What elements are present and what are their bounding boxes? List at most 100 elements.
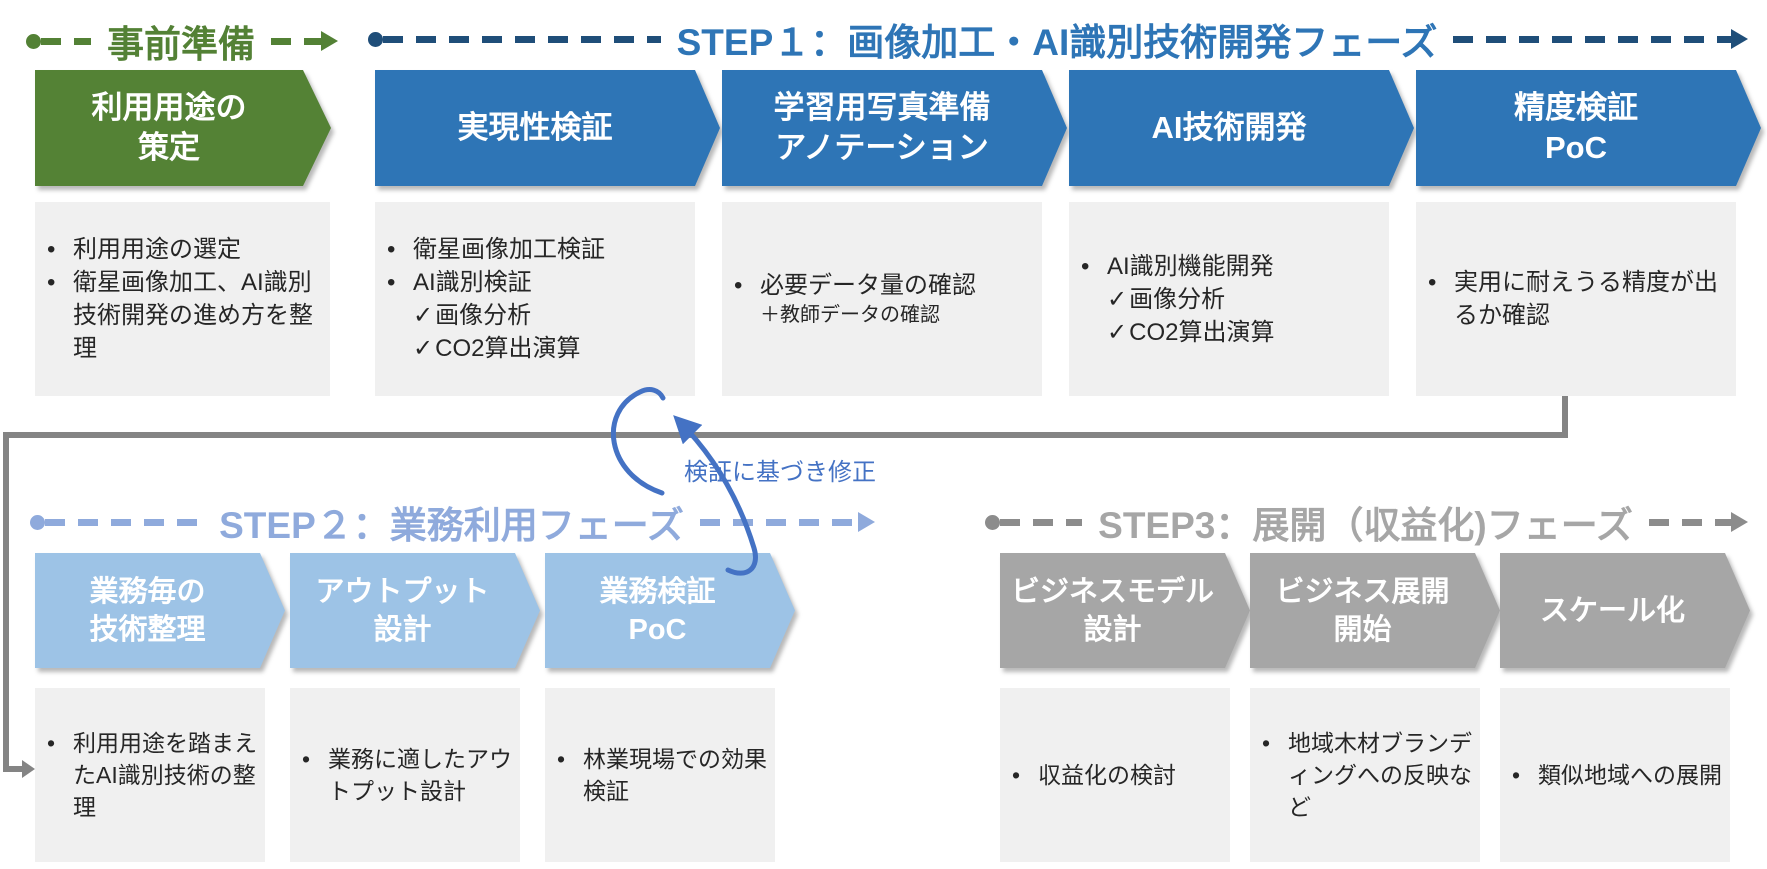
bullet-icon: •	[47, 269, 56, 296]
desc-task-tech-organization: • 利用用途を踏まえたAI識別技術の整理	[35, 688, 265, 862]
bullet-icon: •	[557, 746, 566, 772]
bullet-icon: •	[1262, 730, 1271, 756]
list-item: • 衛星画像加工、AI識別技術開発の進め方を整理	[47, 266, 324, 365]
dashed-line	[1000, 518, 1083, 526]
step-title: ビジネスモデル	[1010, 575, 1214, 608]
dot-icon	[985, 514, 1000, 530]
item-text: 画像分析	[435, 302, 532, 329]
bullet-icon: •	[1081, 252, 1090, 280]
check-icon: ✓	[413, 335, 434, 362]
bullet-icon: •	[302, 746, 311, 772]
list-item: • 類似地域への展開	[1512, 759, 1724, 791]
step-title: アノテーション	[775, 130, 989, 165]
chevron-output-design: アウトプット設計	[290, 553, 540, 668]
step-title: アウトプット	[315, 575, 490, 608]
phase-header-step1-label: STEP１：画像加工・AI識別技術開発フェーズ	[676, 22, 1438, 63]
list-item: • 業務に適したアウトプット設計	[302, 743, 514, 807]
phase-header-step2: STEP２：業務利用フェーズ	[30, 497, 876, 547]
item-text: 業務に適したアウトプット設計	[328, 746, 512, 804]
connector-line	[3, 432, 1568, 438]
bullet-icon: •	[387, 236, 396, 263]
chevron-ai-development: AI技術開発	[1069, 70, 1414, 186]
desc-operational-poc: • 林業現場での効果検証	[545, 688, 775, 862]
desc-output-design: • 業務に適したアウトプット設計	[290, 688, 520, 862]
list-item: ＋教師データの確認	[760, 302, 1036, 329]
desc-feasibility-study: •衛星画像加工検証 • AI識別検証 ✓画像分析 ✓CO2算出演算	[375, 202, 695, 396]
desc-business-launch: • 地域木材ブランディングへの反映など	[1250, 688, 1480, 862]
step-title: 策定	[138, 130, 200, 165]
phase-header-prep-label: 事前準備	[107, 24, 255, 65]
chevron-business-launch: ビジネス展開開始	[1250, 553, 1500, 668]
step-title: 精度検証	[1514, 90, 1638, 125]
list-item: • 利用用途を踏まえたAI識別技術の整理	[47, 727, 259, 823]
bullet-icon: •	[47, 730, 56, 756]
dashed-line	[41, 37, 91, 45]
step-title: スケール化	[1539, 594, 1685, 627]
desc-accuracy-poc: •実用に耐えうる精度が出るか確認	[1416, 202, 1736, 396]
list-item: • 林業現場での効果検証	[557, 743, 769, 807]
dashed-line	[699, 518, 859, 526]
bullet-icon: •	[1012, 762, 1021, 788]
desc-training-data-prep: • 必要データ量の確認 ＋教師データの確認	[722, 202, 1042, 396]
check-icon: ✓	[413, 302, 434, 329]
connector-line	[1562, 396, 1568, 438]
connector-line	[3, 766, 23, 772]
desc-usage-planning: •利用用途の選定 • 衛星画像加工、AI識別技術開発の進め方を整理	[35, 202, 330, 396]
chevron-usage-planning: 利用用途の策定	[35, 70, 331, 186]
item-text: 必要データ量の確認	[760, 272, 976, 299]
arrow-right-icon	[1731, 512, 1748, 532]
list-item: •利用用途の選定	[47, 233, 324, 266]
dashed-line	[1453, 35, 1732, 43]
step-title: 開始	[1333, 613, 1392, 646]
feedback-loop-label: 検証に基づき修正	[684, 459, 876, 486]
dashed-line	[45, 518, 204, 526]
list-item: ✓CO2算出演算	[1107, 316, 1383, 349]
item-text: AI識別機能開発	[1107, 252, 1274, 280]
item-text: 利用用途の選定	[73, 236, 241, 263]
check-icon: ✓	[1107, 318, 1128, 346]
item-text: 林業現場での効果検証	[583, 746, 767, 804]
arrow-right-icon	[1731, 29, 1749, 49]
list-item: ✓CO2算出演算	[413, 332, 689, 365]
chevron-accuracy-poc: 精度検証 PoC	[1416, 70, 1761, 186]
step-title: 実現性検証	[457, 110, 613, 145]
item-text: CO2算出演算	[1129, 318, 1275, 346]
arrow-right-icon	[321, 31, 338, 51]
item-text: AI識別検証	[413, 269, 532, 296]
step-title: 業務検証	[599, 575, 716, 608]
phase-header-step3-label: STEP3：展開（収益化)フェーズ	[1098, 505, 1633, 546]
item-text: CO2算出演算	[435, 335, 581, 362]
list-item: •実用に耐えうる精度が出るか確認	[1428, 266, 1730, 332]
phase-header-step3: STEP3：展開（収益化)フェーズ	[985, 497, 1748, 547]
list-item: ✓画像分析	[1107, 283, 1383, 316]
item-text: 地域木材ブランディングへの反映など	[1288, 730, 1472, 820]
step-title: 技術整理	[89, 613, 206, 646]
chevron-scale-up: スケール化	[1500, 553, 1750, 668]
item-text: 衛星画像加工、AI識別技術開発の進め方を整理	[73, 269, 313, 362]
phase-header-prep: 事前準備	[26, 16, 338, 66]
list-item: •収益化の検討	[1012, 759, 1224, 791]
desc-business-model-design: •収益化の検討	[1000, 688, 1230, 862]
list-item: •衛星画像加工検証	[387, 233, 689, 266]
chevron-task-tech-organization: 業務毎の技術整理	[35, 553, 285, 668]
list-item: • 地域木材ブランディングへの反映など	[1262, 727, 1474, 823]
phase-header-step1: STEP１：画像加工・AI識別技術開発フェーズ	[368, 14, 1749, 64]
item-text: 利用用途を踏まえたAI識別技術の整理	[73, 730, 257, 820]
chevron-training-data-prep: 学習用写真準備アノテーション	[722, 70, 1067, 186]
feedback-loop-arrow	[611, 387, 758, 576]
list-item: ✓画像分析	[413, 299, 689, 332]
step-title: PoC	[1545, 130, 1607, 165]
item-text: 画像分析	[1129, 285, 1226, 313]
bullet-icon: •	[1512, 762, 1521, 788]
dot-icon	[30, 514, 45, 530]
connector-arrow-icon	[22, 760, 35, 778]
step-title: 業務毎の	[89, 575, 206, 608]
item-text: 類似地域への展開	[1538, 762, 1722, 788]
item-text: ＋教師データの確認	[760, 304, 940, 326]
phase-header-step2-label: STEP２：業務利用フェーズ	[219, 505, 684, 546]
step-title: AI技術開発	[1151, 110, 1307, 145]
desc-scale-up: • 類似地域への展開	[1500, 688, 1730, 862]
bullet-icon: •	[734, 272, 743, 299]
